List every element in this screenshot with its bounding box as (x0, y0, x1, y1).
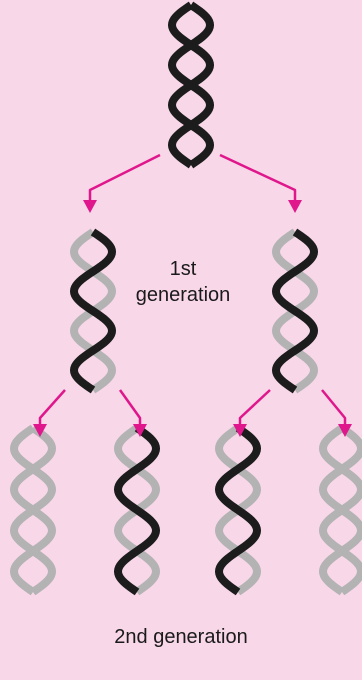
arrow-parent-to-gen1-right-head (288, 200, 302, 213)
gen2-helix-2 (113, 424, 161, 596)
gen2-helix-4 (318, 424, 362, 596)
first-generation-label-line1: 1st (169, 258, 197, 280)
gen1-right-helix (271, 228, 319, 394)
gen1-right-helix-strand-a-original (271, 228, 319, 394)
gen2-helix-2-strand-a-original (113, 424, 161, 596)
gen2-helix-1 (9, 424, 57, 596)
gen1-left-helix (69, 228, 117, 394)
arrow-gen1-left-to-gen2-2 (118, 389, 147, 437)
gen2-helix-1-strand-a-new (9, 424, 57, 596)
arrow-parent-to-gen1-left (83, 153, 161, 213)
arrow-gen1-left-to-gen2-1 (33, 389, 66, 437)
arrow-gen1-right-to-gen2-4-head (338, 424, 352, 437)
first-generation-label-line2: generation (135, 284, 231, 306)
parent-helix (167, 1, 215, 169)
parent-helix-strand-a-original (167, 1, 215, 169)
gen2-helix-3-strand-a-original (214, 424, 262, 596)
arrow-parent-to-gen1-left-head (83, 200, 97, 213)
arrow-gen1-left-to-gen2-1-head (33, 424, 47, 437)
gen1-left-helix-strand-a-original (69, 228, 117, 394)
gen2-helix-4-strand-a-new (318, 424, 362, 596)
second-generation-label: 2nd generation (114, 626, 248, 648)
first-generation-label: 1st generation (118, 256, 248, 308)
arrow-gen1-left-to-gen2-2-head (133, 424, 147, 437)
arrow-parent-to-gen1-right (219, 153, 302, 213)
arrow-gen1-right-to-gen2-3-head (233, 424, 247, 437)
arrow-gen1-right-to-gen2-4 (321, 389, 352, 437)
arrow-gen1-right-to-gen2-3 (233, 389, 271, 437)
gen2-helix-3 (214, 424, 262, 596)
